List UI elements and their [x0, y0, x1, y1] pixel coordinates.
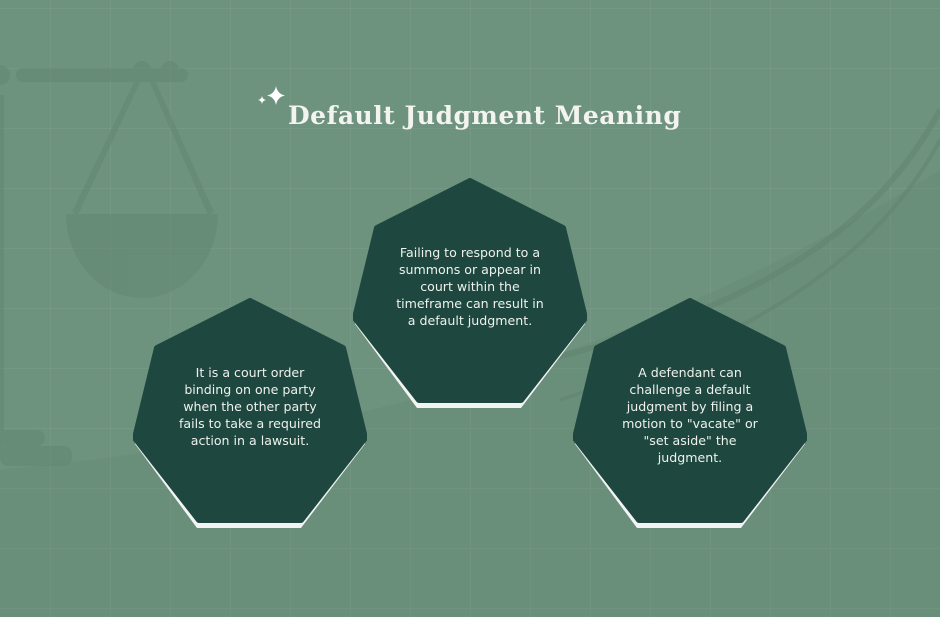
heptagon-shape	[573, 298, 807, 528]
heptagon-shape	[353, 178, 587, 408]
page-title: Default Judgment Meaning	[288, 101, 682, 130]
card-text: A defendant can challenge a default judg…	[622, 365, 758, 465]
scales-of-justice-icon	[0, 61, 218, 466]
sparkle-icon	[258, 86, 285, 105]
card-text: Failing to respond to a summons or appea…	[396, 245, 544, 328]
info-card-left: It is a court order binding on one party…	[133, 298, 367, 528]
card-text: It is a court order binding on one party…	[178, 365, 322, 448]
header: Default Judgment Meaning	[255, 84, 681, 134]
info-card-center: Failing to respond to a summons or appea…	[353, 178, 587, 408]
heptagon-shape	[133, 298, 367, 528]
info-card-right: A defendant can challenge a default judg…	[573, 298, 807, 528]
